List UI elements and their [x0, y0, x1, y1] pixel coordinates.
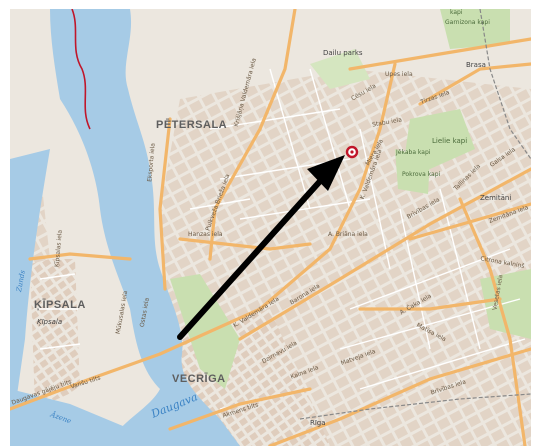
- label-lielie-kapi: Lielie kapi: [432, 137, 468, 145]
- east-park: [480, 269, 531, 339]
- map-canvas: [10, 9, 531, 446]
- label-a-briana: A. Briāna iela: [328, 231, 368, 238]
- north-park: [310, 49, 370, 89]
- city-canal-park: [170, 274, 240, 389]
- label-garnizona: Garnizona kapi: [445, 19, 490, 26]
- label-hanzas-iela: Hanzas iela: [188, 231, 223, 238]
- daugava-south: [10, 389, 140, 446]
- location-ring-marker[interactable]: [345, 145, 359, 159]
- label-kipsala: ĶĪPSALA: [34, 299, 86, 311]
- label-vecriga: VECRĪGA: [172, 373, 226, 385]
- label-dailu-parks: Dailu parks: [323, 49, 363, 57]
- daugava-river: [50, 9, 240, 446]
- label-pokrova-kapi: Pokrova kapi: [402, 171, 441, 178]
- label-petersala: PĒTERSALA: [156, 119, 228, 131]
- jekaba-kapi-park: [395, 149, 430, 194]
- label-upes: Upes iela: [385, 71, 413, 78]
- lielie-kapi-park: [405, 109, 475, 169]
- label-brasa: Brasa: [466, 61, 486, 69]
- label-kapi: kapi: [450, 9, 463, 16]
- garnizona-park: [440, 9, 510, 49]
- label-kipsala-italic: Ķīpsala: [37, 318, 63, 326]
- railway-north: [479, 9, 531, 160]
- zunds-channel: [10, 149, 50, 409]
- label-riga: Rīga: [310, 419, 326, 427]
- kipsala-blocks: [30, 259, 80, 409]
- direction-arrow-icon: [177, 155, 345, 340]
- label-jekaba-kapi: Jēkaba kapi: [396, 149, 431, 156]
- major-roads: [10, 9, 531, 446]
- railway-line: [299, 393, 531, 420]
- label-zemitani: Zemitāni: [480, 194, 512, 202]
- boundary-line: [71, 9, 91, 130]
- map-view[interactable]: PĒTERSALA ĶĪPSALA Ķīpsala VECRĪGA Brasa …: [10, 9, 531, 446]
